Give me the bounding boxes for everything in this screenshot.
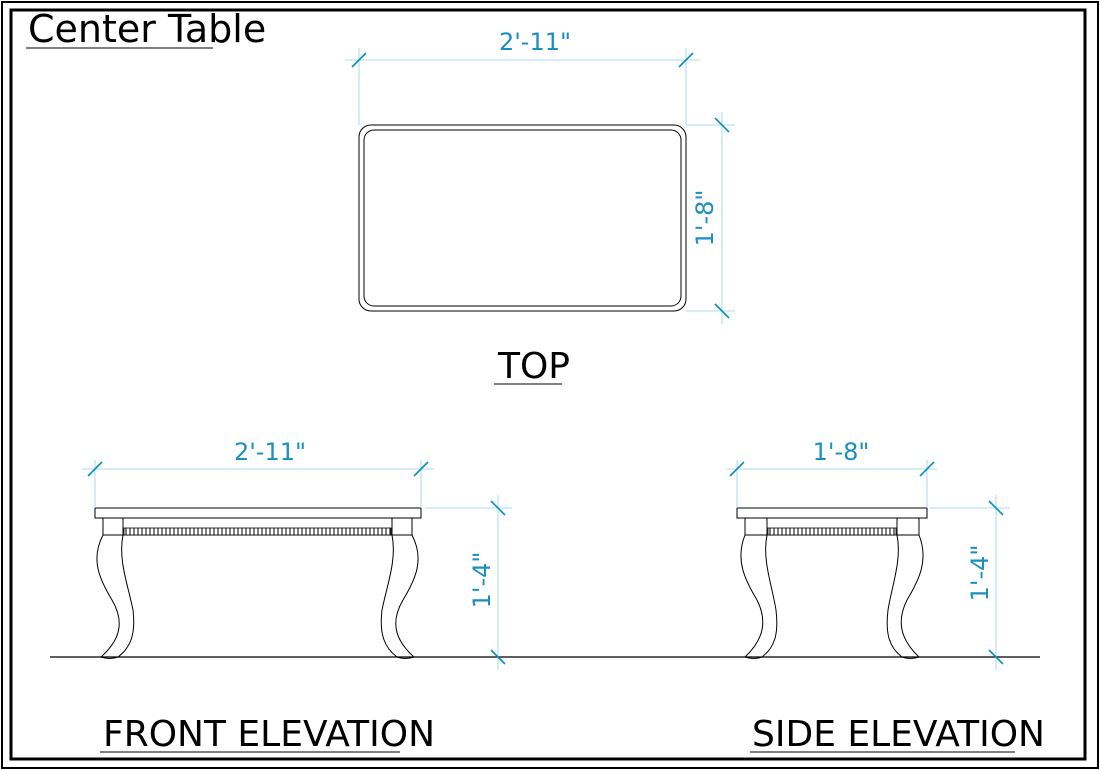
side-elevation: 1'-8" 1'-4" SIDE ELEVATION: [727, 438, 1045, 755]
side-elevation-label: SIDE ELEVATION: [752, 714, 1045, 755]
inner-border: [9, 8, 1087, 761]
top-view-label: TOP: [497, 346, 570, 387]
front-elevation-label: FRONT ELEVATION: [103, 714, 435, 755]
front-width-label: 2'-11": [234, 438, 306, 466]
top-width-label: 2'-11": [499, 28, 571, 56]
front-width-dimension: 2'-11": [82, 438, 434, 508]
side-right-leg: [886, 534, 924, 659]
side-tabletop: [736, 507, 928, 519]
front-tabletop: [94, 507, 422, 519]
top-depth-dimension: 1'-8": [686, 112, 735, 324]
side-left-leg: [740, 534, 778, 659]
side-width-dimension: 1'-8": [727, 438, 937, 508]
front-elevation: 2'-11" 1'-4" FRONT ELEVATION: [82, 438, 512, 755]
sheet-title: Center Table: [28, 7, 266, 51]
side-height-label: 1'-4": [966, 545, 994, 602]
top-view: 2'-11" 1'-8" TOP: [345, 28, 735, 387]
front-right-leg: [380, 534, 419, 659]
side-height-dimension: 1'-4": [930, 495, 1010, 670]
front-left-leg: [96, 534, 135, 659]
tabletop-inner: [363, 129, 682, 307]
front-height-dimension: 1'-4": [425, 495, 512, 670]
tabletop-outline: [358, 124, 687, 312]
side-width-label: 1'-8": [813, 438, 870, 466]
front-height-label: 1'-4": [468, 552, 496, 609]
top-depth-label: 1'-8": [691, 190, 719, 247]
top-width-dimension: 2'-11": [345, 28, 700, 125]
